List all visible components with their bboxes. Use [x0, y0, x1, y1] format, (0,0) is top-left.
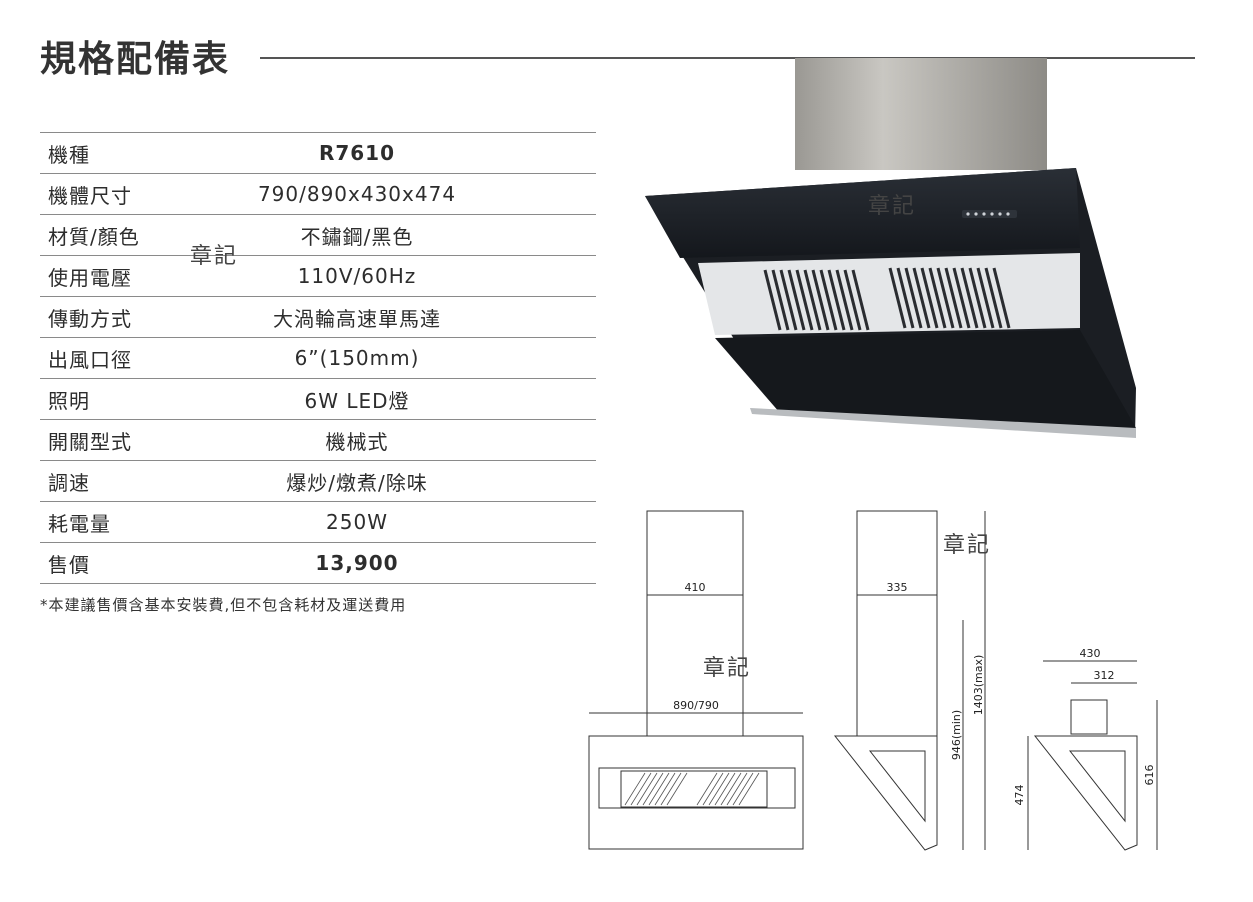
control-buttons — [966, 212, 1010, 216]
dim-side-chimney: 335 — [887, 581, 908, 594]
dim-right-inner: 312 — [1094, 669, 1115, 682]
spec-value: 機械式 — [178, 419, 596, 461]
table-row: 機種 R7610 — [40, 132, 596, 174]
spec-label: 調速 — [40, 460, 178, 502]
table-row: 出風口徑 6”(150mm) — [40, 337, 596, 379]
spec-label: 機體尺寸 — [40, 173, 178, 215]
spec-value: 790/890x430x474 — [178, 173, 596, 215]
title-divider — [260, 57, 1195, 59]
glass-front-panel — [715, 330, 1136, 428]
stamp-mark: 章記 — [190, 244, 239, 269]
spec-label: 售價 — [40, 542, 178, 584]
spec-value: 110V/60Hz — [178, 255, 596, 297]
range-hood-photo — [645, 58, 1136, 438]
spec-value: 6W LED燈 — [178, 378, 596, 420]
table-row: 耗電量 250W — [40, 501, 596, 543]
spec-label: 耗電量 — [40, 501, 178, 543]
spec-value: 不鏽鋼/黑色 — [178, 214, 596, 256]
chimney — [795, 58, 1047, 170]
dim-height-min: 946(min) — [950, 710, 963, 760]
front-view — [588, 510, 804, 850]
dim-front-chimney: 410 — [685, 581, 706, 594]
table-row: 開關型式 機械式 — [40, 419, 596, 461]
spec-label: 照明 — [40, 378, 178, 420]
hood-edge — [750, 408, 1136, 438]
stamp-mark: 章記 — [703, 656, 752, 681]
table-row: 照明 6W LED燈 — [40, 378, 596, 420]
side-view — [833, 510, 986, 851]
table-row: 材質/顏色 不鏽鋼/黑色 — [40, 214, 596, 256]
right-view — [1027, 660, 1158, 851]
dim-height-max: 1403(max) — [972, 655, 985, 716]
spec-label: 出風口徑 — [40, 337, 178, 379]
spec-value: 爆炒/燉煮/除味 — [178, 460, 596, 502]
table-row: 調速 爆炒/燉煮/除味 — [40, 460, 596, 502]
stamp-mark: 章記 — [943, 533, 992, 558]
page-title: 規格配備表 — [40, 39, 231, 80]
stamp-mark: 章記 — [868, 194, 917, 219]
grease-filter — [763, 267, 1011, 331]
dim-right-body: 474 — [1013, 785, 1026, 806]
spec-label: 使用電壓 — [40, 255, 178, 297]
dimension-drawings: 410 890/790 335 946(min) 1403(max) 430 3… — [588, 510, 1158, 851]
spec-label: 開關型式 — [40, 419, 178, 461]
dim-right-depth: 430 — [1080, 647, 1101, 660]
control-panel — [962, 210, 1017, 218]
spec-table: 機種 R7610 機體尺寸 790/890x430x474 材質/顏色 不鏽鋼/… — [40, 132, 596, 584]
spec-value: R7610 — [178, 132, 596, 174]
spec-value: 13,900 — [178, 542, 596, 584]
price-footnote: *本建議售價含基本安裝費,但不包含耗材及運送費用 — [40, 596, 407, 614]
glass-top-panel — [645, 168, 1080, 258]
spec-label: 傳動方式 — [40, 296, 178, 338]
table-row: 使用電壓 110V/60Hz — [40, 255, 596, 297]
table-row: 機體尺寸 790/890x430x474 — [40, 173, 596, 215]
filter-housing — [698, 253, 1080, 335]
dim-right-total: 616 — [1143, 765, 1156, 786]
spec-value: 250W — [178, 501, 596, 543]
table-row: 傳動方式 大渦輪高速單馬達 — [40, 296, 596, 338]
spec-label: 機種 — [40, 132, 178, 174]
table-row: 售價 13,900 — [40, 542, 596, 584]
spec-label: 材質/顏色 — [40, 214, 178, 256]
spec-value: 大渦輪高速單馬達 — [178, 296, 596, 338]
dim-front-body: 890/790 — [673, 699, 719, 712]
spec-value: 6”(150mm) — [178, 337, 596, 379]
